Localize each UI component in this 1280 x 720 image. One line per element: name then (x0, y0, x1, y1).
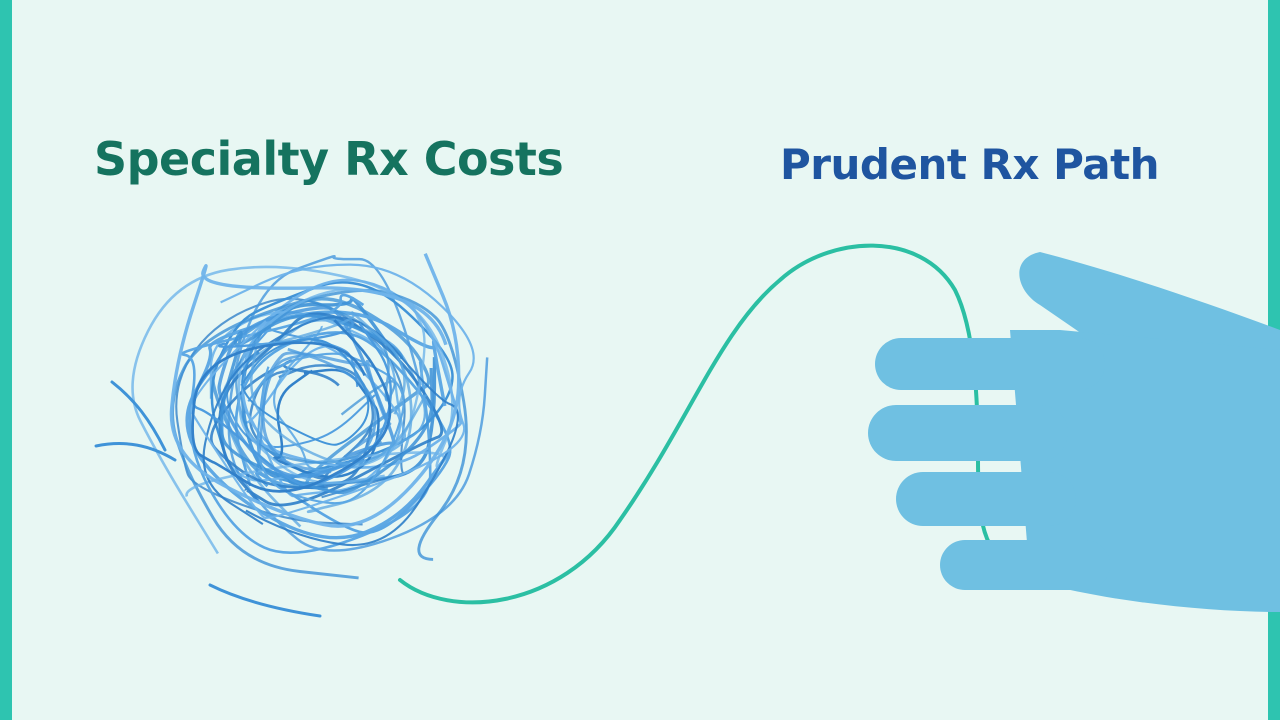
hand-finger-3 (896, 472, 1076, 526)
tangle-strand (240, 338, 370, 446)
prudent-rx-path-label: Prudent Rx Path (780, 140, 1160, 189)
tangle-strand (237, 288, 426, 485)
open-hand-icon (868, 252, 1280, 612)
tangle-tail (208, 583, 322, 618)
tangle-strand (190, 263, 475, 520)
tangle-strand (227, 254, 489, 552)
tangle-tail (94, 442, 177, 462)
tangled-ball-icon (94, 253, 489, 618)
tangle-strand (202, 316, 459, 547)
hand-finger-4 (940, 540, 1110, 590)
tangle-strand (219, 314, 434, 495)
tangle-strand (209, 311, 407, 482)
tangle-strand (255, 347, 377, 478)
tangle-strand (169, 253, 461, 528)
tangle-strand (192, 318, 392, 487)
tangle-strand (180, 293, 432, 554)
specialty-rx-costs-label: Specialty Rx Costs (94, 132, 564, 186)
hand-finger-2 (868, 405, 1068, 461)
hand-thumb (1019, 252, 1280, 370)
left-frame-border (0, 0, 12, 720)
tangle-strand (191, 319, 392, 493)
tangle-strand (171, 288, 468, 580)
tangle-strand (247, 352, 405, 505)
hand-finger-1 (875, 338, 1105, 390)
tangle-tail (110, 380, 167, 452)
tangle-strand (249, 311, 427, 466)
